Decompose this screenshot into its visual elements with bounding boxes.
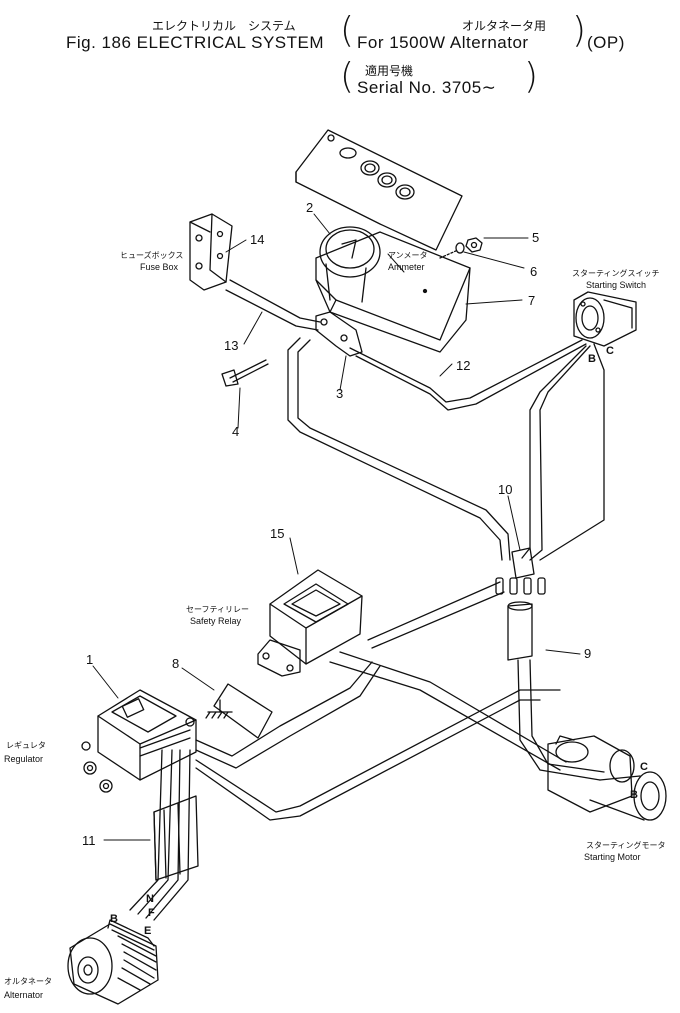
part-number-7: 7 (528, 293, 535, 308)
ground-plate (205, 683, 273, 739)
part-number-2: 2 (306, 200, 313, 215)
safety-relay-label: Safety Relay (190, 616, 242, 626)
part-number-4: 4 (232, 424, 239, 439)
paren-open-2: ( (340, 56, 355, 97)
alternator-label: Alternator (4, 990, 43, 1000)
part-number-14: 14 (250, 232, 264, 247)
fuse-box (189, 213, 233, 291)
wire-harness (129, 279, 605, 921)
junction-connector (495, 547, 546, 661)
starting-switch-label-jp: スターティングスイッチ (572, 268, 660, 278)
starting-motor-label-jp: スターティングモータ (586, 840, 666, 850)
paren-open-1: ( (340, 10, 355, 51)
paren-close-2: ) (524, 56, 539, 97)
leader-lines (92, 213, 581, 841)
part-number-1: 1 (86, 652, 93, 667)
title-japanese: エレクトリカル システム (152, 19, 296, 33)
nut-washer (439, 237, 483, 259)
alternator-terminal-n: N (146, 893, 154, 905)
paren-close-1: ) (572, 10, 587, 51)
option-label: For 1500W Alternator (357, 33, 529, 52)
part-number-8: 8 (172, 656, 179, 671)
part-number-9: 9 (584, 646, 591, 661)
starting-motor (547, 735, 667, 821)
fuse-box-label-jp: ヒューズボックス (120, 250, 183, 260)
part-number-10: 10 (498, 482, 512, 497)
part-number-6: 6 (530, 264, 537, 279)
starting-switch-label: Starting Switch (586, 280, 646, 290)
serial-japanese: 適用号機 (365, 64, 414, 78)
alternator-terminal-f: F (148, 907, 155, 919)
ammeter-gauge (319, 226, 381, 303)
ammeter-label-jp: アンメータ (388, 251, 427, 260)
part-numbers: 1 2 3 4 5 6 7 8 9 10 11 12 13 14 15 (82, 200, 591, 848)
safety-relay (257, 569, 363, 677)
regulator-label-jp: レギュレタ (6, 741, 46, 750)
part-number-13: 13 (224, 338, 238, 353)
alternator-terminal-b: B (110, 913, 118, 925)
part-number-12: 12 (456, 358, 470, 373)
safety-relay-label-jp: セーフティリレー (186, 605, 249, 614)
terminal-letters: B C C B B N F E (110, 345, 648, 937)
starting-switch (573, 291, 637, 347)
component-labels: ヒューズボックス Fuse Box アンメータ Ammeter スターティングス… (4, 250, 666, 1000)
alternator-label-jp: オルタネータ (4, 977, 52, 986)
serial-number: Serial No. 3705∼ (357, 78, 497, 97)
part-number-11: 11 (82, 833, 96, 848)
option-japanese: オルタネータ用 (462, 19, 547, 33)
starting-motor-label: Starting Motor (584, 852, 641, 862)
motor-terminal-c: C (640, 761, 648, 773)
regulator-label: Regulator (4, 754, 43, 764)
fuse-box-label: Fuse Box (140, 262, 179, 272)
bolt (221, 359, 269, 387)
switch-terminal-c: C (606, 345, 614, 357)
figure-title: Fig. 186 ELECTRICAL SYSTEM (66, 33, 325, 52)
wire-sleeve (153, 795, 199, 881)
dashboard-panel (295, 129, 463, 251)
motor-terminal-b: B (630, 789, 638, 801)
alternator-terminal-e: E (144, 925, 151, 937)
option-code: (OP) (587, 33, 625, 52)
ammeter-label: Ammeter (388, 262, 425, 272)
part-number-3: 3 (336, 386, 343, 401)
alternator (67, 919, 159, 1005)
regulator (81, 689, 197, 793)
part-number-5: 5 (532, 230, 539, 245)
part-number-15: 15 (270, 526, 284, 541)
bracket (315, 311, 363, 357)
switch-terminal-b: B (588, 353, 596, 365)
ammeter-panel (315, 231, 471, 353)
